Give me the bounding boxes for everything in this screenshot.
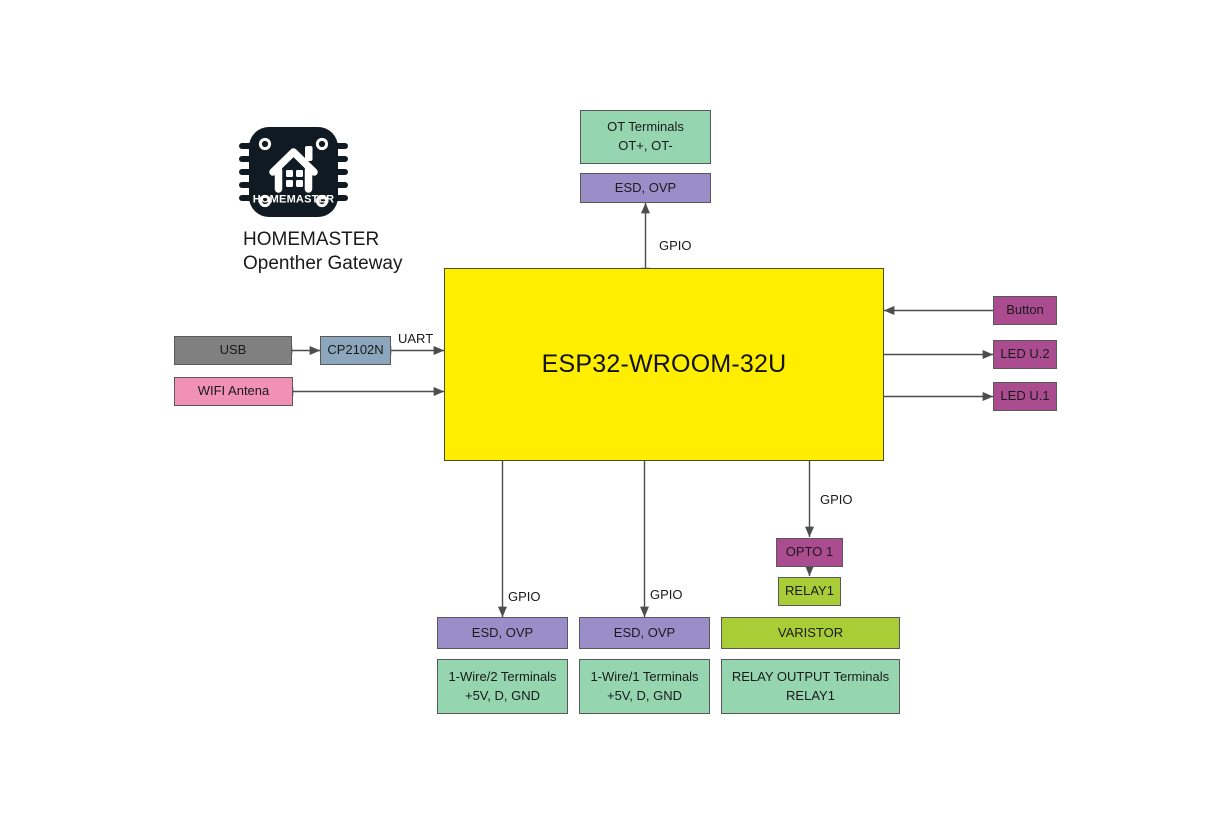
node-esd-ovp-mid-label: ESD, OVP [613, 624, 676, 640]
edge-label-gpio-ot: GPIO [659, 238, 692, 253]
node-led-u1-label: LED U.1 [1000, 388, 1050, 404]
node-onewire1-line2: +5V, D, GND [606, 687, 683, 703]
node-led-u1[interactable]: LED U.1 [993, 382, 1057, 411]
brand-title-line1: HOMEMASTER [243, 229, 380, 250]
node-relay-output-terminals[interactable]: RELAY OUTPUT Terminals RELAY1 [721, 659, 900, 714]
node-wifi-antenna[interactable]: WIFI Antena [174, 377, 293, 406]
node-usb[interactable]: USB [174, 336, 292, 365]
node-onewire1-terminals[interactable]: 1-Wire/1 Terminals +5V, D, GND [579, 659, 710, 714]
edge-label-uart: UART [398, 331, 434, 346]
node-esd-ovp-left-label: ESD, OVP [471, 624, 534, 640]
node-opto1-label: OPTO 1 [785, 544, 834, 560]
node-relay-output-line2: RELAY1 [786, 687, 835, 703]
node-esd-ovp-left[interactable]: ESD, OVP [437, 617, 568, 649]
node-esd-ovp-top[interactable]: ESD, OVP [580, 173, 711, 203]
node-relay1[interactable]: RELAY1 [778, 577, 841, 606]
node-ot-terminals-line1: OT Terminals [607, 119, 684, 135]
node-esp32-wroom-32u[interactable]: ESP32-WROOM-32U [444, 268, 884, 461]
edge-label-gpio-onewire2: GPIO [508, 589, 541, 604]
node-esp32-label: ESP32-WROOM-32U [541, 350, 787, 379]
node-led-u2[interactable]: LED U.2 [993, 340, 1057, 369]
node-relay-output-line1: RELAY OUTPUT Terminals [731, 668, 890, 684]
node-ot-terminals[interactable]: OT Terminals OT+, OT- [580, 110, 711, 164]
node-relay1-label: RELAY1 [785, 583, 834, 599]
node-varistor-label: VARISTOR [777, 624, 844, 640]
brand-title-line2: Openther Gateway [243, 253, 403, 275]
node-usb-label: USB [219, 342, 247, 358]
homemaster-chip-house-logo: HOMEMASTER [231, 113, 356, 227]
node-esd-ovp-mid[interactable]: ESD, OVP [579, 617, 710, 649]
logo-wordmark: HOMEMASTER [253, 194, 334, 206]
edge-label-gpio-relay: GPIO [820, 492, 853, 507]
node-led-u2-label: LED U.2 [1000, 346, 1050, 362]
node-onewire2-line2: +5V, D, GND [464, 687, 541, 703]
node-wifi-antenna-label: WIFI Antena [197, 383, 270, 399]
node-varistor[interactable]: VARISTOR [721, 617, 900, 649]
brand-title: HOMEMASTER Openther Gateway [243, 228, 402, 277]
node-onewire2-line1: 1-Wire/2 Terminals [448, 668, 557, 684]
node-onewire1-line1: 1-Wire/1 Terminals [590, 668, 699, 684]
edge-label-gpio-onewire1: GPIO [650, 587, 683, 602]
node-cp2102n[interactable]: CP2102N [320, 336, 391, 365]
node-onewire2-terminals[interactable]: 1-Wire/2 Terminals +5V, D, GND [437, 659, 568, 714]
node-opto1[interactable]: OPTO 1 [776, 538, 843, 567]
node-button[interactable]: Button [993, 296, 1057, 325]
node-ot-terminals-line2: OT+, OT- [618, 138, 673, 153]
node-esd-ovp-top-label: ESD, OVP [614, 179, 677, 195]
node-cp2102n-label: CP2102N [327, 342, 384, 358]
node-button-label: Button [1006, 302, 1044, 318]
